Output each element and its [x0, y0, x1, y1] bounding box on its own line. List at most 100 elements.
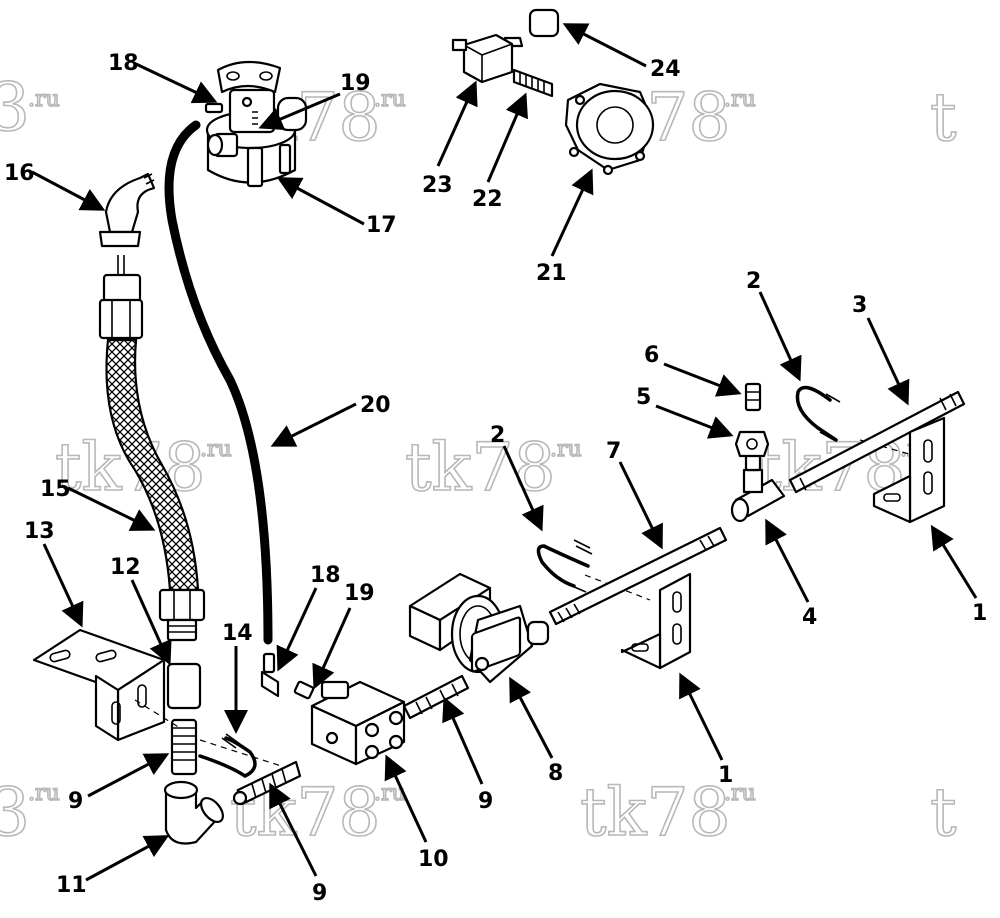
callout-label: 19: [340, 71, 371, 96]
callout-label: 6: [644, 343, 659, 368]
tee-fitting-4: [730, 448, 786, 523]
u-tube-2-right: [795, 385, 838, 442]
callout-label: 12: [110, 555, 141, 580]
callout-9a: 9: [68, 753, 170, 814]
callout-3: 3: [852, 293, 910, 406]
callout-17: 17: [276, 177, 397, 238]
watermark-text: 3: [0, 774, 30, 851]
callout-label: 16: [4, 161, 35, 186]
callout-18b: 18: [276, 563, 341, 672]
callout-11: 11: [56, 835, 170, 898]
callout-12: 12: [110, 555, 172, 666]
callout-22: 22: [472, 92, 528, 212]
valve-block-10: [310, 680, 406, 766]
callout-21: 21: [536, 168, 594, 286]
callout-15: 15: [40, 477, 156, 531]
callout-5: 5: [636, 385, 734, 439]
callout-1a: 1: [930, 524, 987, 626]
watermark-text: tk78: [405, 429, 556, 506]
fitting-18-lower: [260, 652, 280, 698]
callout-2b: 2: [490, 423, 544, 532]
callout-10: 10: [384, 754, 449, 872]
callout-24: 24: [562, 23, 681, 82]
watermark-suffix: .ru: [28, 781, 60, 806]
watermark-bottom-right-center: tk78 .ru: [579, 773, 756, 852]
callout-23: 23: [422, 80, 478, 198]
cap-6: [744, 382, 762, 412]
u-tube-2-middle: [536, 544, 590, 588]
callout-16: 16: [4, 161, 106, 211]
callout-label: 24: [650, 57, 681, 82]
callout-label: 2: [746, 269, 761, 294]
watermark-suffix: .ru: [550, 437, 582, 462]
watermark-top-left: 3 .ru: [0, 68, 60, 147]
callout-6: 6: [644, 343, 742, 397]
nipple-9-middle: [402, 674, 470, 720]
rod-3: [788, 390, 966, 494]
watermark-suffix: .ru: [374, 87, 406, 112]
callout-20: 20: [270, 393, 391, 447]
nipple-9-lower: [232, 760, 302, 806]
watermark-text: 3: [0, 69, 30, 146]
callout-14: 14: [222, 621, 253, 734]
callout-label: 17: [366, 213, 397, 238]
watermark-mid-center: tk78 .ru: [404, 428, 582, 507]
parts-layer: [32, 8, 966, 845]
callout-label: 4: [802, 605, 817, 630]
watermark-bottom-center: tk78 .ru: [229, 773, 406, 852]
callout-label: 20: [360, 393, 391, 418]
nipple-9-vertical: [170, 718, 198, 776]
callout-7: 7: [606, 439, 663, 550]
callout-19b: 19: [312, 581, 375, 690]
callout-label: 3: [852, 293, 867, 318]
callout-label: 13: [24, 519, 55, 544]
callout-18a: 18: [108, 51, 218, 104]
callout-label: 9: [68, 789, 83, 814]
callout-label: 8: [548, 761, 563, 786]
callout-label: 5: [636, 385, 651, 410]
bracket-1-middle: [620, 572, 692, 670]
callout-label: 1: [972, 601, 987, 626]
callout-2a: 2: [746, 269, 802, 382]
callout-label: 9: [478, 789, 493, 814]
callout-label: 9: [312, 881, 327, 906]
bracket-13: [32, 628, 166, 742]
watermark-top-right: t: [929, 78, 957, 157]
callout-label: 22: [472, 187, 503, 212]
callout-label: 11: [56, 873, 87, 898]
tube-20: [164, 120, 273, 645]
watermark-text: t: [930, 774, 957, 851]
callout-9b: 9: [442, 696, 493, 814]
elbow-fitting-11: [163, 780, 224, 845]
callout-label: 18: [108, 51, 139, 76]
callout-label: 15: [40, 477, 71, 502]
callout-1b: 1: [679, 672, 733, 788]
callout-label: 19: [344, 581, 375, 606]
watermark-suffix: .ru: [200, 437, 232, 462]
nut-5: [734, 430, 770, 458]
callout-8: 8: [509, 676, 563, 786]
callout-9c: 9: [269, 782, 327, 906]
callout-label: 10: [418, 847, 449, 872]
callout-label: 1: [718, 763, 733, 788]
watermark-suffix: .ru: [724, 781, 756, 806]
callout-19a: 19: [258, 71, 371, 131]
regulator-8: [408, 572, 550, 684]
watermark-bottom-right: t: [929, 773, 957, 852]
pressure-regulator-assembly: [451, 8, 655, 176]
watermark-text: t: [930, 79, 957, 156]
u-tube-14: [198, 736, 257, 779]
watermark-text: tk78: [580, 774, 731, 851]
watermark-suffix: .ru: [28, 87, 60, 112]
coupling-12: [166, 662, 202, 710]
watermark-text: tk78: [230, 774, 381, 851]
elbow-fitting-16: [98, 172, 156, 248]
braided-hose-15: [98, 255, 206, 642]
callout-label: 14: [222, 621, 253, 646]
callout-label: 18: [310, 563, 341, 588]
rod-7: [548, 526, 728, 626]
watermark-bottom-left: 3 .ru: [0, 773, 60, 852]
fitting-19-lower: [293, 680, 315, 700]
bracket-1-right: [872, 416, 946, 524]
